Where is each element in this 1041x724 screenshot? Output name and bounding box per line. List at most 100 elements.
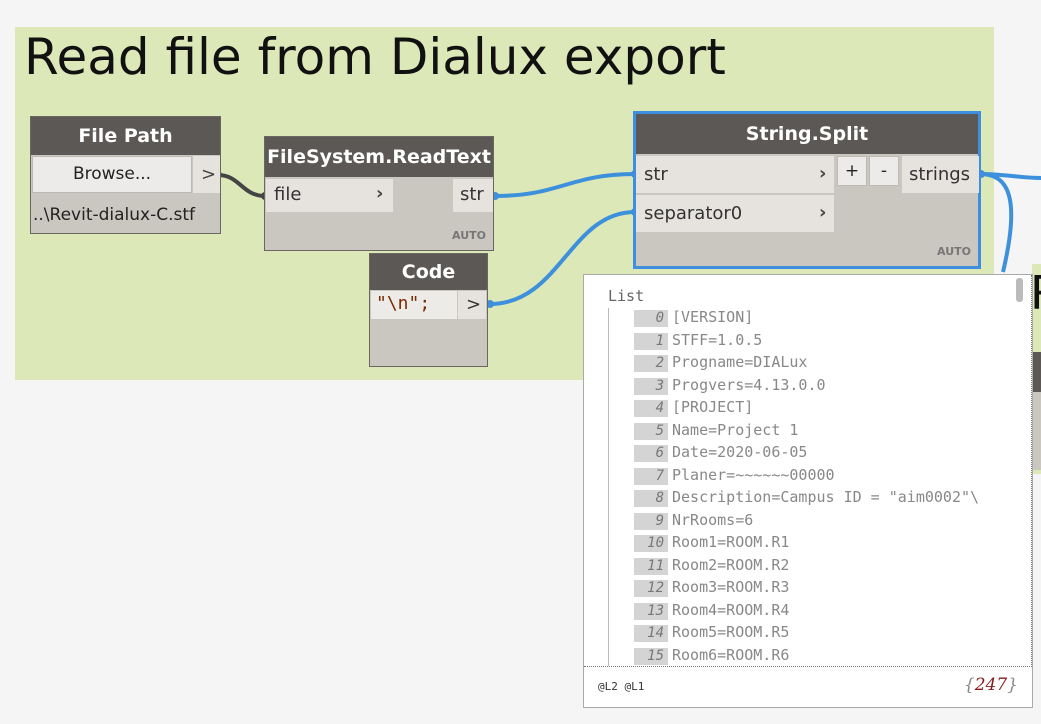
port-dot <box>486 300 494 308</box>
node-title: FileSystem.ReadText <box>265 137 493 177</box>
list-index: 15 <box>634 647 668 665</box>
list-index: 5 <box>634 422 668 440</box>
wire-filepath-to-readtext <box>217 173 266 198</box>
chevron-right-icon: › <box>376 183 384 204</box>
input-port-file[interactable]: file › <box>266 179 393 212</box>
input-port-str[interactable]: str › <box>636 156 834 193</box>
list-value: Room3=ROOM.R3 <box>672 578 790 596</box>
wire-split-out-2 <box>979 172 1014 273</box>
wire-readtext-to-split <box>494 172 636 198</box>
port-label: strings <box>909 164 971 185</box>
list-index: 2 <box>634 355 668 372</box>
list-value: Room6=ROOM.R6 <box>672 645 790 664</box>
brace-close: } <box>1007 675 1018 695</box>
list-index: 9 <box>634 512 668 530</box>
group-title-2: R <box>1030 266 1041 320</box>
list-value: Room5=ROOM.R5 <box>672 623 790 641</box>
output-port-strings[interactable]: strings <box>902 156 979 193</box>
list-index: 0 <box>634 310 668 327</box>
chevron-right-icon: › <box>819 163 827 184</box>
port-label: file <box>274 184 302 205</box>
brace-open: { <box>963 675 975 695</box>
list-index: 13 <box>634 602 668 620</box>
lacing-label: AUTO <box>452 229 486 242</box>
list-value: Progname=DIALux <box>672 353 808 371</box>
add-input-button[interactable]: + <box>837 156 867 186</box>
list-value: Room2=ROOM.R2 <box>672 555 790 574</box>
list-index: 14 <box>634 625 668 642</box>
list-value: Name=Project 1 <box>672 420 799 439</box>
remove-input-button[interactable]: - <box>869 156 899 186</box>
list-item: 0[VERSION] <box>634 308 753 328</box>
list-index: 8 <box>634 490 668 507</box>
group-title[interactable]: Read file from Dialux export <box>24 28 726 86</box>
code-text: "\n"; <box>376 293 431 314</box>
list-value: Room1=ROOM.R1 <box>672 533 790 551</box>
list-value: STFF=1.0.5 <box>672 330 763 349</box>
list-value: Planer=~~~~~~00000 <box>672 465 835 484</box>
code-editor[interactable]: "\n"; <box>371 291 457 319</box>
code-block-node[interactable]: Code Block "\n"; > <box>369 253 488 367</box>
node-title: String.Split <box>636 114 978 154</box>
count-value: 247 <box>974 675 1008 695</box>
list-index: 11 <box>634 557 668 575</box>
output-arrow-icon: > <box>201 164 217 185</box>
readtext-node[interactable]: FileSystem.ReadText file › str AUTO <box>264 136 494 251</box>
port-label: str <box>460 184 484 205</box>
node-title: Code Block <box>370 254 487 319</box>
file-path-value: ..\Revit-dialux-C.stf <box>33 205 196 225</box>
input-port-separator0[interactable]: separator0 › <box>636 195 834 232</box>
node-title: File Path <box>31 117 220 155</box>
list-index: 6 <box>634 445 668 462</box>
partial-node-body[interactable] <box>1031 392 1041 470</box>
list-value: [VERSION] <box>672 308 754 326</box>
list-title: List <box>608 287 645 305</box>
list-value: Progvers=4.13.0.0 <box>672 375 826 394</box>
output-port-str[interactable]: str <box>453 179 493 212</box>
list-rail <box>608 308 609 666</box>
port-label: separator0 <box>644 203 743 224</box>
chevron-right-icon: › <box>819 202 827 223</box>
string-split-node[interactable]: String.Split str › separator0 › + - stri… <box>633 111 981 269</box>
list-levels: @L2 @L1 <box>598 680 645 693</box>
wire-codeblock-to-split <box>489 210 636 306</box>
output-arrow-icon: > <box>466 294 482 315</box>
list-value: Description=Campus ID = "aim0002"\ <box>672 488 980 506</box>
list-value: Date=2020-06-05 <box>672 443 808 461</box>
list-index: 12 <box>634 580 668 597</box>
list-index: 7 <box>634 467 668 485</box>
scrollbar-thumb[interactable] <box>1016 278 1023 302</box>
list-index: 3 <box>634 377 668 395</box>
list-count: {247} <box>964 675 1018 695</box>
lacing-label: AUTO <box>937 245 971 258</box>
browse-button[interactable]: Browse... <box>32 156 192 193</box>
list-value: [PROJECT] <box>672 398 754 416</box>
list-index: 10 <box>634 535 668 552</box>
port-label: str <box>644 164 668 185</box>
output-port[interactable]: > <box>458 291 486 319</box>
list-index: 1 <box>634 332 668 350</box>
file-path-node[interactable]: File Path Browse... > ..\Revit-dialux-C.… <box>30 116 221 234</box>
list-value: Room4=ROOM.R4 <box>672 600 790 619</box>
list-index: 4 <box>634 400 668 417</box>
list-value: NrRooms=6 <box>672 510 754 529</box>
list-item: 4[PROJECT] <box>634 398 753 418</box>
partial-node-header[interactable] <box>1031 352 1041 392</box>
output-port[interactable]: > <box>193 156 220 193</box>
